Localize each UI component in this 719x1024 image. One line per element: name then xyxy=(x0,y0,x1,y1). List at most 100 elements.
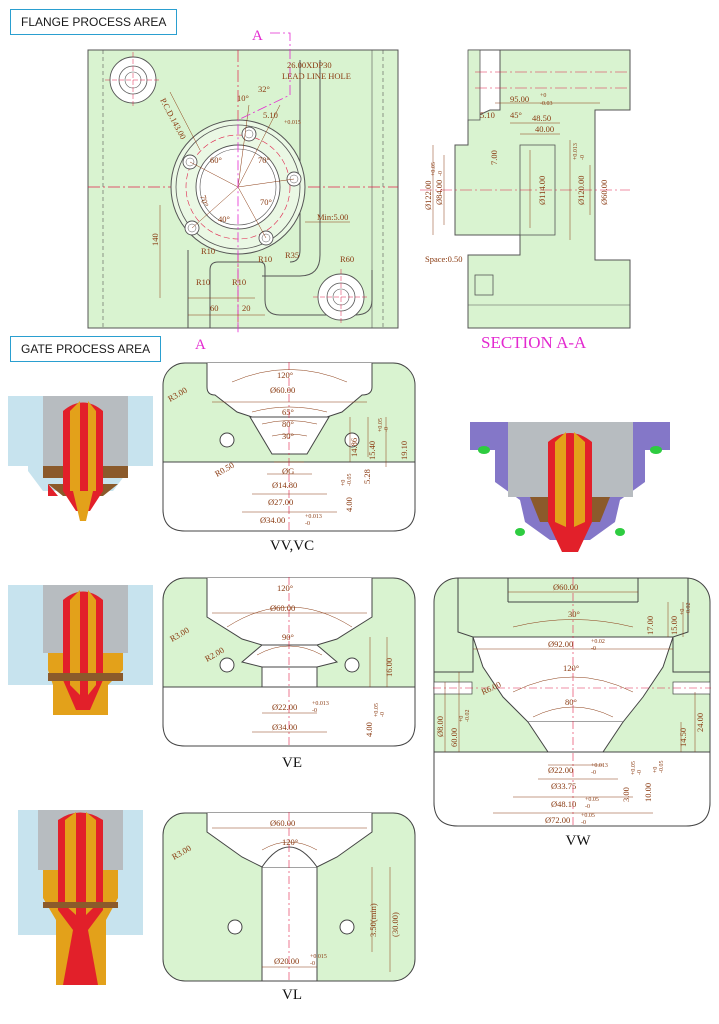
section-aa-title: SECTION A-A xyxy=(481,333,587,352)
svg-text:4.00: 4.00 xyxy=(344,497,354,512)
svg-text:R10: R10 xyxy=(258,254,272,264)
svg-text:-0: -0 xyxy=(384,427,390,432)
svg-text:17.00: 17.00 xyxy=(645,616,655,635)
svg-text:+0.05: +0.05 xyxy=(431,162,437,176)
svg-text:Ø60.00: Ø60.00 xyxy=(270,818,295,828)
svg-text:19.10: 19.10 xyxy=(399,441,409,460)
section-marker-top: A xyxy=(252,28,263,44)
svg-text:Ø60.00: Ø60.00 xyxy=(270,385,295,395)
svg-text:-0: -0 xyxy=(591,646,596,652)
svg-text:Ø92.00: Ø92.00 xyxy=(548,639,573,649)
svg-text:Ø60.00: Ø60.00 xyxy=(553,582,578,592)
svg-text:65°: 65° xyxy=(282,407,294,417)
lead-line-hole-note: 26.00XDP30 xyxy=(287,60,332,70)
svg-text:60.00: 60.00 xyxy=(449,728,459,747)
svg-text:+0: +0 xyxy=(459,716,465,722)
svg-text:80°: 80° xyxy=(565,697,577,707)
svg-text:5.28: 5.28 xyxy=(362,469,372,484)
svg-text:Ø14.80: Ø14.80 xyxy=(272,480,297,490)
svg-text:3.50(min): 3.50(min) xyxy=(368,903,378,937)
svg-text:Ø20.00: Ø20.00 xyxy=(274,956,299,966)
svg-text:95.00: 95.00 xyxy=(510,94,529,104)
svg-text:-0.05: -0.05 xyxy=(659,761,665,774)
flange-process-area-tag: FLANGE PROCESS AREA xyxy=(10,9,178,35)
flange-corner-hole-bottom xyxy=(313,269,369,325)
section-marker-bottom: A xyxy=(195,337,206,353)
svg-text:(30.00): (30.00) xyxy=(390,912,400,937)
svg-text:-0.02: -0.02 xyxy=(465,710,471,723)
svg-text:Ø8.00: Ø8.00 xyxy=(435,716,445,737)
svg-text:R35: R35 xyxy=(285,250,299,260)
svg-text:70°: 70° xyxy=(260,197,272,207)
svg-text:-0: -0 xyxy=(581,820,586,826)
angle-60: 60° xyxy=(210,155,222,165)
svg-text:ØG: ØG xyxy=(282,466,294,476)
svg-text:120°: 120° xyxy=(277,583,293,593)
svg-text:Ø122.00: Ø122.00 xyxy=(423,180,433,210)
svg-text:+0: +0 xyxy=(341,480,347,486)
svg-text:-0: -0 xyxy=(305,521,310,527)
dim-60: 60 xyxy=(210,303,219,313)
dim-140: 140 xyxy=(150,233,160,246)
svg-text:Ø114.00: Ø114.00 xyxy=(537,176,547,205)
svg-text:+0.05: +0.05 xyxy=(631,761,637,775)
svg-text:+0.015: +0.015 xyxy=(284,120,301,126)
svg-text:+0.05: +0.05 xyxy=(378,418,384,432)
svg-text:-0: -0 xyxy=(310,961,315,967)
angle-10: 10° xyxy=(237,93,249,103)
svg-text:16.00: 16.00 xyxy=(384,658,394,677)
svg-text:10.00: 10.00 xyxy=(643,783,653,802)
label-vl: VL xyxy=(282,987,302,1003)
nozzle-render-vl xyxy=(18,810,143,985)
hole-depth: 5.10 xyxy=(263,110,278,120)
svg-text:Ø48.10: Ø48.10 xyxy=(551,799,576,809)
dim-20: 20 xyxy=(242,303,251,313)
svg-text:R60: R60 xyxy=(340,254,354,264)
svg-text:Ø33.75: Ø33.75 xyxy=(551,781,576,791)
svg-text:Ø34.00: Ø34.00 xyxy=(260,515,285,525)
label-vv-vc: VV,VC xyxy=(269,538,315,554)
svg-text:70°: 70° xyxy=(198,194,211,208)
svg-text:48.50: 48.50 xyxy=(532,113,551,123)
svg-text:+0: +0 xyxy=(653,767,659,773)
svg-text:4.00: 4.00 xyxy=(364,722,374,737)
svg-text:30°: 30° xyxy=(568,609,580,619)
svg-text:-0: -0 xyxy=(585,804,590,810)
svg-text:15.40: 15.40 xyxy=(367,441,377,460)
svg-text:-0: -0 xyxy=(312,708,317,714)
svg-text:Ø60.00: Ø60.00 xyxy=(599,180,609,205)
svg-text:Ø72.00: Ø72.00 xyxy=(545,815,570,825)
gate-process-area-tag: GATE PROCESS AREA xyxy=(10,336,162,362)
svg-text:45°: 45° xyxy=(510,110,522,120)
gate-drawing-vl: Ø60.00 R3.00 120° 3.50(min) (30.00) Ø20.… xyxy=(162,812,416,982)
svg-text:90°: 90° xyxy=(282,632,294,642)
svg-text:14.86: 14.86 xyxy=(349,438,359,457)
svg-text:Ø34.00: Ø34.00 xyxy=(272,722,297,732)
nozzle-render-vv xyxy=(8,396,153,521)
svg-text:120°: 120° xyxy=(277,370,293,380)
svg-text:+0.02: +0.02 xyxy=(591,639,605,645)
gate-drawing-ve: 120° Ø60.00 R3.00 90° R2.00 16.00 Ø22.00… xyxy=(162,577,416,747)
svg-text:-0: -0 xyxy=(380,712,386,717)
svg-text:Space:0.50: Space:0.50 xyxy=(425,254,463,264)
svg-text:+0.05: +0.05 xyxy=(585,797,599,803)
svg-text:Ø27.00: Ø27.00 xyxy=(268,497,293,507)
gate-drawing-vv: 120° R3.00 Ø60.00 65° 80° 30° 14.86 15.4… xyxy=(162,362,416,532)
svg-text:+0: +0 xyxy=(680,609,686,615)
svg-text:+0.015: +0.015 xyxy=(310,954,327,960)
nozzle-render-ve xyxy=(8,585,153,715)
lead-line-hole-note2: LEAD LINE HOLE xyxy=(282,71,351,81)
svg-text:-0.03: -0.03 xyxy=(540,101,553,107)
svg-text:R10: R10 xyxy=(232,277,246,287)
svg-text:+0.013: +0.013 xyxy=(312,701,329,707)
svg-text:3.00: 3.00 xyxy=(621,787,631,802)
svg-text:5.10: 5.10 xyxy=(480,110,495,120)
nozzle-render-vw xyxy=(470,422,670,552)
svg-text:+0.05: +0.05 xyxy=(374,703,380,717)
min-label: Min:5.00 xyxy=(317,212,348,222)
svg-text:-0: -0 xyxy=(580,155,586,160)
label-vw: VW xyxy=(565,833,591,849)
svg-text:+0.05: +0.05 xyxy=(581,813,595,819)
